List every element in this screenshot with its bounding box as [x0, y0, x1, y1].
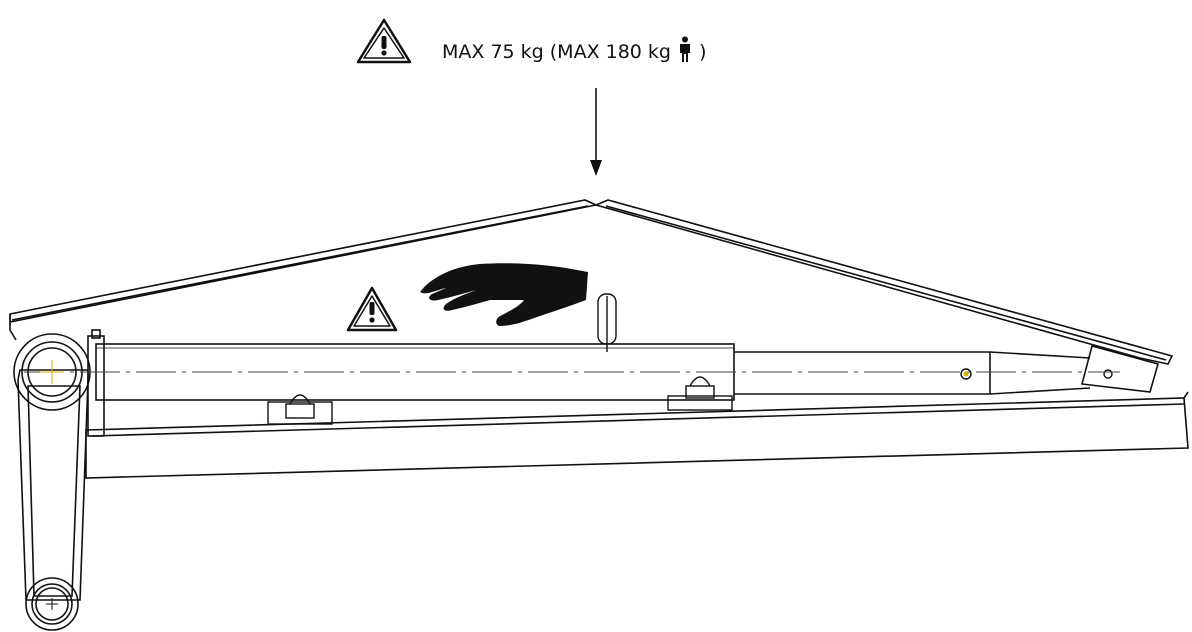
hand-pinch-hazard-icon — [420, 263, 588, 326]
load-capacity-label: MAX 75 kg (MAX 180 kg ) — [442, 36, 707, 63]
bolt-left — [267, 394, 333, 425]
main-tube — [95, 343, 735, 401]
bolt-right — [667, 376, 733, 411]
support-arm — [17, 369, 89, 601]
extension-tube — [734, 351, 1091, 395]
load-arrow — [590, 88, 602, 176]
center-marker-left — [40, 360, 64, 384]
hinge-bracket-right — [1080, 345, 1159, 393]
load-capacity-text: MAX 75 kg (MAX 180 kg — [442, 41, 671, 63]
warning-icon-top — [356, 18, 412, 64]
roof-panel-right — [593, 199, 1174, 365]
base-rail — [85, 391, 1189, 479]
pin-marker-right — [960, 368, 972, 380]
person-icon — [680, 36, 691, 62]
pivot-bottom — [25, 577, 79, 631]
load-capacity-close: ) — [699, 41, 707, 63]
warning-icon-middle — [346, 286, 398, 332]
